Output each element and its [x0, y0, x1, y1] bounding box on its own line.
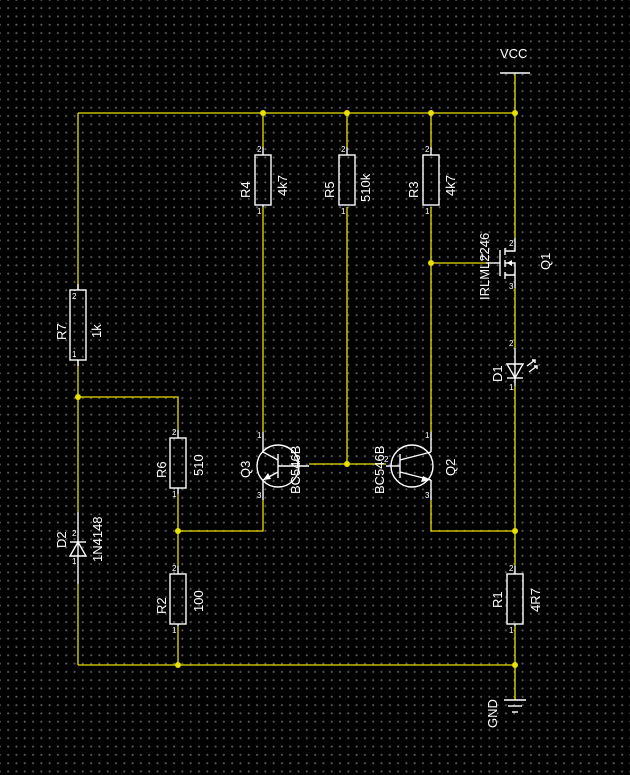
r6-value: 510	[191, 454, 206, 476]
pin-number: 2	[72, 529, 77, 538]
junction	[428, 260, 434, 266]
q2-ref: Q2	[443, 459, 458, 476]
junctions	[75, 110, 518, 668]
d2-ref: D2	[54, 531, 69, 548]
pin-number: 3	[257, 491, 262, 500]
r1-value: 4R7	[528, 588, 543, 612]
transistor-q2[interactable]: 1 2 3 Q2 BC546B	[372, 431, 458, 500]
vcc-label: VCC	[500, 46, 527, 61]
r6-ref: R6	[154, 461, 169, 478]
pin-number: 2	[341, 145, 346, 154]
r3-value: 4k7	[443, 175, 458, 196]
junction	[512, 662, 518, 668]
pin-number: 3	[425, 491, 430, 500]
junction	[175, 528, 181, 534]
resistor-r4[interactable]: 2 1 R4 4k7	[238, 145, 290, 216]
r7-value: 1k	[89, 324, 104, 338]
pin-number: 2	[257, 145, 262, 154]
resistor-r1[interactable]: 2 1 R1 4R7	[490, 564, 543, 635]
mosfet-q1[interactable]: 2 1 3 Q1 IRLML2246	[477, 233, 553, 300]
junction	[344, 461, 350, 467]
pin-number: 2	[384, 455, 389, 464]
r5-ref: R5	[322, 181, 337, 198]
pin-number: 1	[425, 431, 430, 440]
pin-number: 1	[257, 207, 262, 216]
q2-value: BC546B	[372, 446, 387, 494]
r1-ref: R1	[490, 591, 505, 608]
resistor-r7[interactable]: 2 1 R7 1k	[54, 284, 104, 366]
q1-ref: Q1	[538, 253, 553, 270]
junction	[512, 110, 518, 116]
pin-number: 1	[172, 490, 177, 499]
pin-number: 1	[480, 253, 485, 262]
q3-ref: Q3	[238, 461, 253, 478]
gnd-label: GND	[485, 699, 500, 728]
diode-d2[interactable]: 2 1 D2 1N4148	[54, 512, 105, 584]
pin-number: 1	[341, 207, 346, 216]
r7-ref: R7	[54, 323, 69, 340]
r5-value: 510k	[358, 173, 373, 202]
r4-value: 4k7	[275, 175, 290, 196]
junction	[175, 662, 181, 668]
resistor-r2[interactable]: 2 1 R2 100	[154, 564, 206, 635]
q1-value: IRLML2246	[477, 233, 492, 300]
wire-q3-emitter[interactable]	[178, 500, 264, 532]
pin-number: 3	[509, 282, 514, 291]
pin-number: 1	[72, 557, 77, 566]
pin-number: 1	[509, 626, 514, 635]
pin-number: 1	[72, 350, 77, 359]
wire-q2-emitter[interactable]	[430, 500, 515, 532]
resistor-r6[interactable]: 2 1 R6 510	[154, 428, 206, 499]
resistor-r5[interactable]: 2 1 R5 510k	[322, 145, 373, 216]
vcc-symbol[interactable]: VCC	[500, 46, 530, 74]
led-d1[interactable]: 2 1 D1	[490, 339, 538, 392]
r4-ref: R4	[238, 181, 253, 198]
pin-number: 2	[296, 455, 301, 464]
pin-number: 1	[509, 383, 514, 392]
pin-number: 1	[257, 431, 262, 440]
junction	[512, 528, 518, 534]
pin-number: 2	[509, 239, 514, 248]
junction	[75, 394, 81, 400]
r2-value: 100	[191, 590, 206, 612]
d2-value: 1N4148	[90, 516, 105, 562]
pin-number: 2	[509, 339, 514, 348]
r3-ref: R3	[406, 181, 421, 198]
d1-ref: D1	[490, 365, 505, 382]
pin-number: 2	[72, 292, 77, 301]
resistor-r3[interactable]: 2 1 R3 4k7	[406, 145, 458, 216]
wire-r6-top[interactable]	[78, 396, 179, 430]
r2-ref: R2	[154, 597, 169, 614]
junction	[344, 110, 350, 116]
q3-value: BC546B	[288, 446, 303, 494]
pin-number: 2	[172, 428, 177, 437]
pin-number: 2	[509, 564, 514, 573]
pin-number: 1	[172, 626, 177, 635]
gnd-symbol[interactable]: GND	[485, 699, 526, 728]
transistor-q3[interactable]: 1 2 3 Q3 BC546B	[238, 431, 309, 500]
wires	[77, 73, 516, 700]
pin-number: 2	[172, 564, 177, 573]
junction	[260, 110, 266, 116]
pin-number: 2	[425, 145, 430, 154]
junction	[428, 110, 434, 116]
pin-number: 1	[425, 207, 430, 216]
